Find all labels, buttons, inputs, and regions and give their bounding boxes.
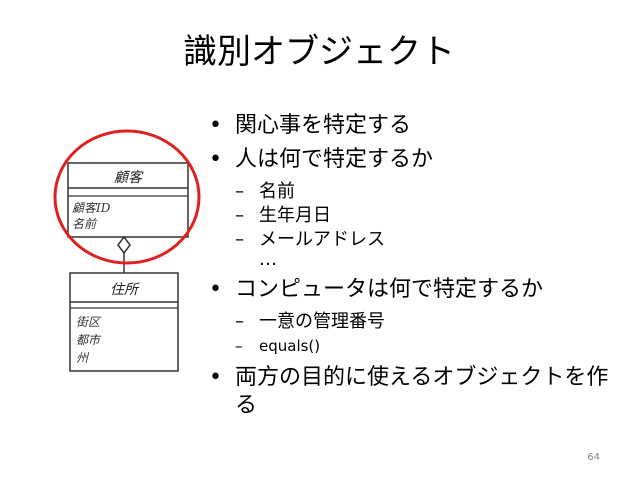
customer-class: 顧客 顧客ID 名前	[67, 162, 189, 238]
address-class: 住所 街区 都市 州	[69, 272, 179, 372]
bullet-1: 関心事を特定する	[209, 112, 629, 140]
bullet-3: コンピュータは何で特定するか	[209, 276, 629, 304]
aggregation-connector	[117, 235, 131, 273]
customer-class-box	[67, 162, 189, 238]
customer-class-name: 顧客	[114, 170, 144, 186]
address-class-box	[69, 272, 179, 372]
highlight-circle	[53, 129, 201, 265]
bullet-3-sub-2: equals()	[209, 334, 629, 358]
bullet-2-sub-3: メールアドレス	[209, 228, 629, 252]
aggregation-diamond	[117, 235, 131, 255]
customer-attr-name: 名前	[72, 217, 98, 231]
slide-title: 識別オブジェクト	[183, 32, 455, 72]
bullet-2-sub-1: 名前	[209, 180, 629, 204]
bullet-3-sub-1: 一意の管理番号	[209, 310, 629, 334]
address-class-name: 住所	[110, 282, 140, 298]
bullet-4: 両方の目的に使えるオブジェクトを作る	[209, 364, 629, 420]
customer-attr-id: 顧客ID	[72, 201, 111, 215]
bullet-2-sub-2: 生年月日	[209, 204, 629, 228]
address-attr-city: 都市	[76, 333, 102, 347]
address-attr-state: 州	[76, 351, 90, 365]
bullet-2-sub-ellipsis: …	[259, 249, 277, 270]
page-number: 64	[587, 452, 600, 463]
address-attr-block: 街区	[76, 315, 102, 329]
bullet-list: 関心事を特定する 人は何で特定するか 名前 生年月日 メールアドレス … コンピ…	[209, 112, 629, 426]
bullet-2: 人は何で特定するか	[209, 146, 629, 174]
